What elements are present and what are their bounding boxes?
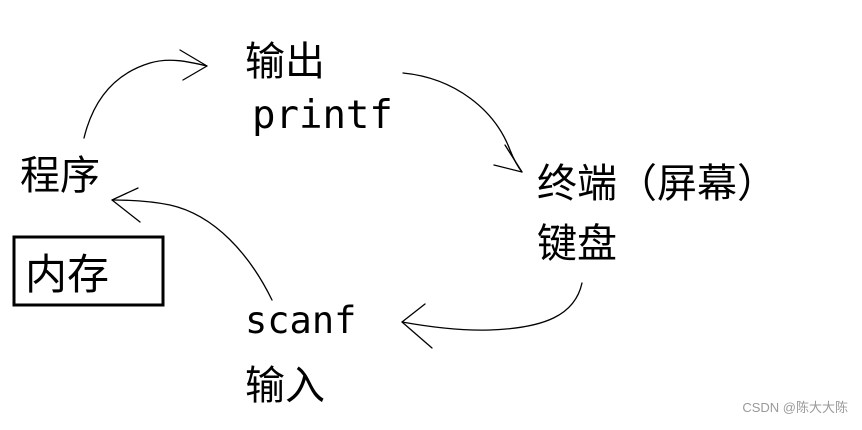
- scanf-label: scanf: [245, 299, 357, 342]
- arrowhead-program-to-output: [179, 49, 208, 81]
- arrow-keyboard-to-scanf: [401, 282, 583, 331]
- watermark-text: CSDN @陈大大陈: [742, 400, 848, 415]
- arrowhead-output-to-terminal: [493, 144, 523, 173]
- terminal-label: 终端（屏幕）: [537, 161, 777, 207]
- arrow-output-to-terminal: [402, 72, 523, 173]
- input-label: 输入: [245, 363, 325, 409]
- arrow-scanf-to-program: [111, 199, 273, 301]
- memory-box: [12, 235, 165, 307]
- arrowhead-keyboard-to-scanf: [401, 303, 433, 349]
- memory-label: 内存: [25, 250, 110, 299]
- output-label: 输出: [245, 39, 325, 85]
- keyboard-label: 键盘: [537, 221, 617, 267]
- arrowhead-scanf-to-program: [111, 187, 141, 223]
- program-label: 程序: [20, 153, 100, 199]
- arrow-program-to-output: [83, 59, 208, 139]
- printf-label: printf: [252, 93, 393, 138]
